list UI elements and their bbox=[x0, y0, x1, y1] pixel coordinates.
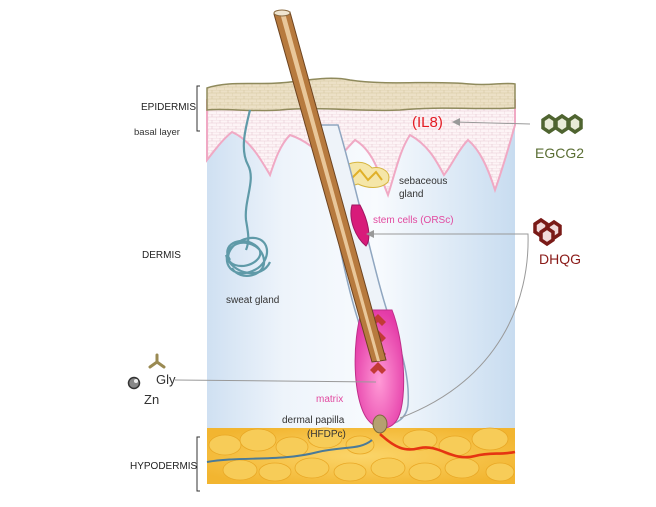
label-dhqg: DHQG bbox=[539, 251, 581, 267]
sweat-gland bbox=[224, 109, 272, 277]
pointer-lines bbox=[174, 121, 531, 419]
label-egcg2: EGCG2 bbox=[535, 145, 585, 161]
zn-ion-icon bbox=[127, 376, 141, 390]
gly-molecule-icon bbox=[148, 353, 166, 369]
label-hypodermis: HYPODERMIS bbox=[130, 461, 198, 472]
label-matrix: matrix bbox=[316, 394, 344, 405]
arrow-il8 bbox=[452, 118, 460, 126]
label-dermal-papilla-1: dermal papilla bbox=[282, 415, 345, 426]
label-gly: Gly bbox=[156, 372, 176, 387]
blood-vessel bbox=[379, 433, 516, 459]
label-dermal-papilla-2: (HFDPc) bbox=[307, 429, 346, 440]
label-stem-cells: stem cells (ORSc) bbox=[373, 215, 454, 226]
label-zn: Zn bbox=[144, 392, 160, 407]
label-sebaceous-2: gland bbox=[399, 189, 424, 200]
label-epidermis: EPIDERMIS bbox=[141, 102, 197, 113]
nerve-line bbox=[206, 439, 373, 463]
dhqg-molecule-icon bbox=[533, 217, 562, 247]
layer-brackets bbox=[196, 85, 200, 492]
dermal-papilla bbox=[372, 414, 388, 434]
stem-cells-bulge bbox=[350, 204, 370, 247]
arrow-stem bbox=[366, 230, 374, 238]
egcg2-molecule-icon bbox=[541, 113, 583, 135]
label-sweat-gland: sweat gland bbox=[226, 295, 280, 306]
epidermis-surface bbox=[206, 77, 516, 112]
label-il8: (IL8) bbox=[412, 114, 443, 131]
hair-shaft bbox=[273, 9, 387, 363]
label-basal-layer: basal layer bbox=[134, 127, 180, 138]
label-sebaceous-1: sebaceous bbox=[399, 176, 448, 187]
label-dermis: DERMIS bbox=[142, 250, 181, 261]
